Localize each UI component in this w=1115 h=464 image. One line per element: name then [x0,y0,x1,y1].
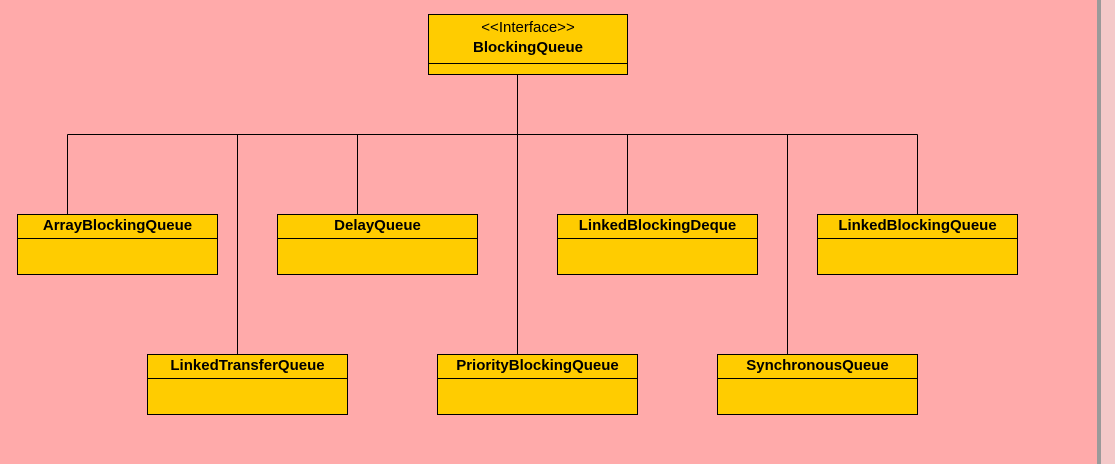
class-name: LinkedBlockingQueue [818,215,1017,239]
interface-header: <<Interface>> BlockingQueue [429,15,627,64]
class-name: SynchronousQueue [718,355,917,379]
class-arrayblockingqueue[interactable]: ArrayBlockingQueue [17,214,218,275]
interface-stereotype: <<Interface>> [481,19,575,36]
interface-blockingqueue[interactable]: <<Interface>> BlockingQueue [428,14,628,75]
class-synchronousqueue[interactable]: SynchronousQueue [717,354,918,415]
class-name: LinkedBlockingDeque [558,215,757,239]
class-delayqueue[interactable]: DelayQueue [277,214,478,275]
class-name: LinkedTransferQueue [148,355,347,379]
window-right-edge [1097,0,1115,464]
class-linkedblockingqueue[interactable]: LinkedBlockingQueue [817,214,1018,275]
interface-name: BlockingQueue [472,39,584,56]
class-linkedtransferqueue[interactable]: LinkedTransferQueue [147,354,348,415]
class-priorityblockingqueue[interactable]: PriorityBlockingQueue [437,354,638,415]
class-linkedblockingdeque[interactable]: LinkedBlockingDeque [557,214,758,275]
class-name: PriorityBlockingQueue [438,355,637,379]
class-name: DelayQueue [278,215,477,239]
class-name: ArrayBlockingQueue [18,215,217,239]
